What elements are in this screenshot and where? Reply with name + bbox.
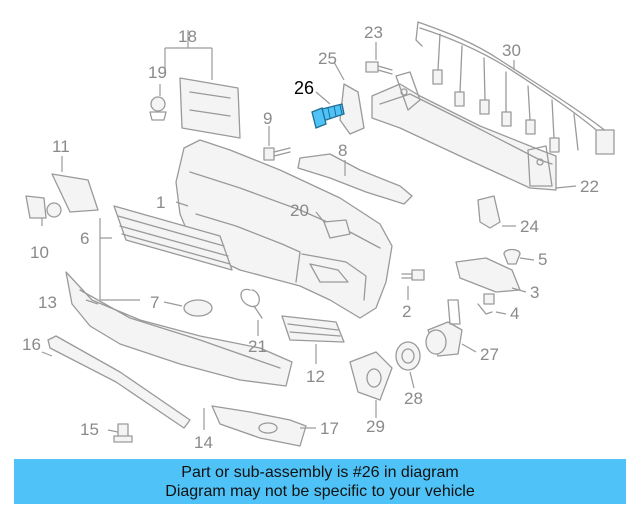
callout-17: 17	[320, 419, 339, 438]
callout-8: 8	[338, 141, 347, 160]
callout-23: 23	[364, 23, 383, 42]
callout-6: 6	[80, 229, 89, 248]
callout-14: 14	[194, 433, 213, 452]
callout-22: 22	[580, 177, 599, 196]
wiring-harness-part	[415, 21, 615, 155]
highlighted-bolt-part	[311, 103, 345, 129]
callout-11: 11	[52, 137, 70, 156]
callout-4: 4	[510, 304, 519, 323]
callout-27: 27	[480, 345, 499, 364]
sensor-bracket-part	[349, 351, 393, 401]
bumper-cover-part	[175, 139, 393, 319]
screw-2-part	[401, 269, 425, 281]
tow-cap-part	[323, 219, 351, 239]
callout-18: 18	[178, 27, 197, 46]
callout-21: 21	[248, 337, 267, 356]
callout-26: 26	[294, 78, 314, 98]
impact-bar-part	[371, 71, 557, 191]
callout-5: 5	[538, 250, 547, 269]
lower-grille-part	[113, 205, 233, 271]
callout-24: 24	[520, 217, 539, 236]
leader-lines	[41, 30, 577, 433]
callout-3: 3	[530, 283, 539, 302]
screw-part	[263, 147, 291, 161]
banner-line-part: Part or sub-assembly is #26 in diagram	[181, 463, 459, 481]
fog-grille-part	[281, 315, 345, 343]
license-plate-bracket-part	[179, 77, 241, 139]
side-bracket-part	[51, 173, 99, 213]
callout-25: 25	[318, 49, 337, 68]
callouts: 1 2 3 4 5 6 7 8 9 10 11 12 13 14 15 16 1…	[22, 23, 599, 452]
callout-9: 9	[263, 109, 272, 128]
callout-19: 19	[148, 63, 167, 82]
callout-30: 30	[502, 41, 521, 60]
trim-strip-part	[47, 335, 191, 429]
callout-1: 1	[156, 193, 165, 212]
callout-7: 7	[150, 293, 159, 312]
grommet-part	[240, 288, 263, 319]
callout-13: 13	[38, 293, 57, 312]
callout-20: 20	[290, 201, 309, 220]
banner-line-disclaimer: Diagram may not be specific to your vehi…	[165, 482, 475, 500]
callout-10: 10	[30, 243, 49, 262]
callout-16: 16	[22, 335, 41, 354]
callout-28: 28	[404, 389, 423, 408]
callout-12: 12	[306, 367, 325, 386]
callout-2: 2	[402, 302, 411, 321]
sensor-ring-part	[395, 341, 421, 371]
retainer-clip-part	[113, 423, 133, 443]
bolt-part	[365, 61, 393, 75]
emblem-part	[183, 299, 213, 317]
callout-15: 15	[80, 420, 99, 439]
clip-5-part	[503, 248, 521, 265]
lower-spoiler-part	[65, 271, 293, 387]
sensor-part	[25, 195, 62, 219]
info-banner: Part or sub-assembly is #26 in diagram D…	[14, 459, 626, 504]
parking-sensor-part	[425, 299, 463, 357]
bracket-24-part	[477, 195, 501, 229]
bolt-4-part	[477, 293, 495, 315]
callout-29: 29	[366, 417, 385, 436]
clip-part	[149, 96, 167, 121]
